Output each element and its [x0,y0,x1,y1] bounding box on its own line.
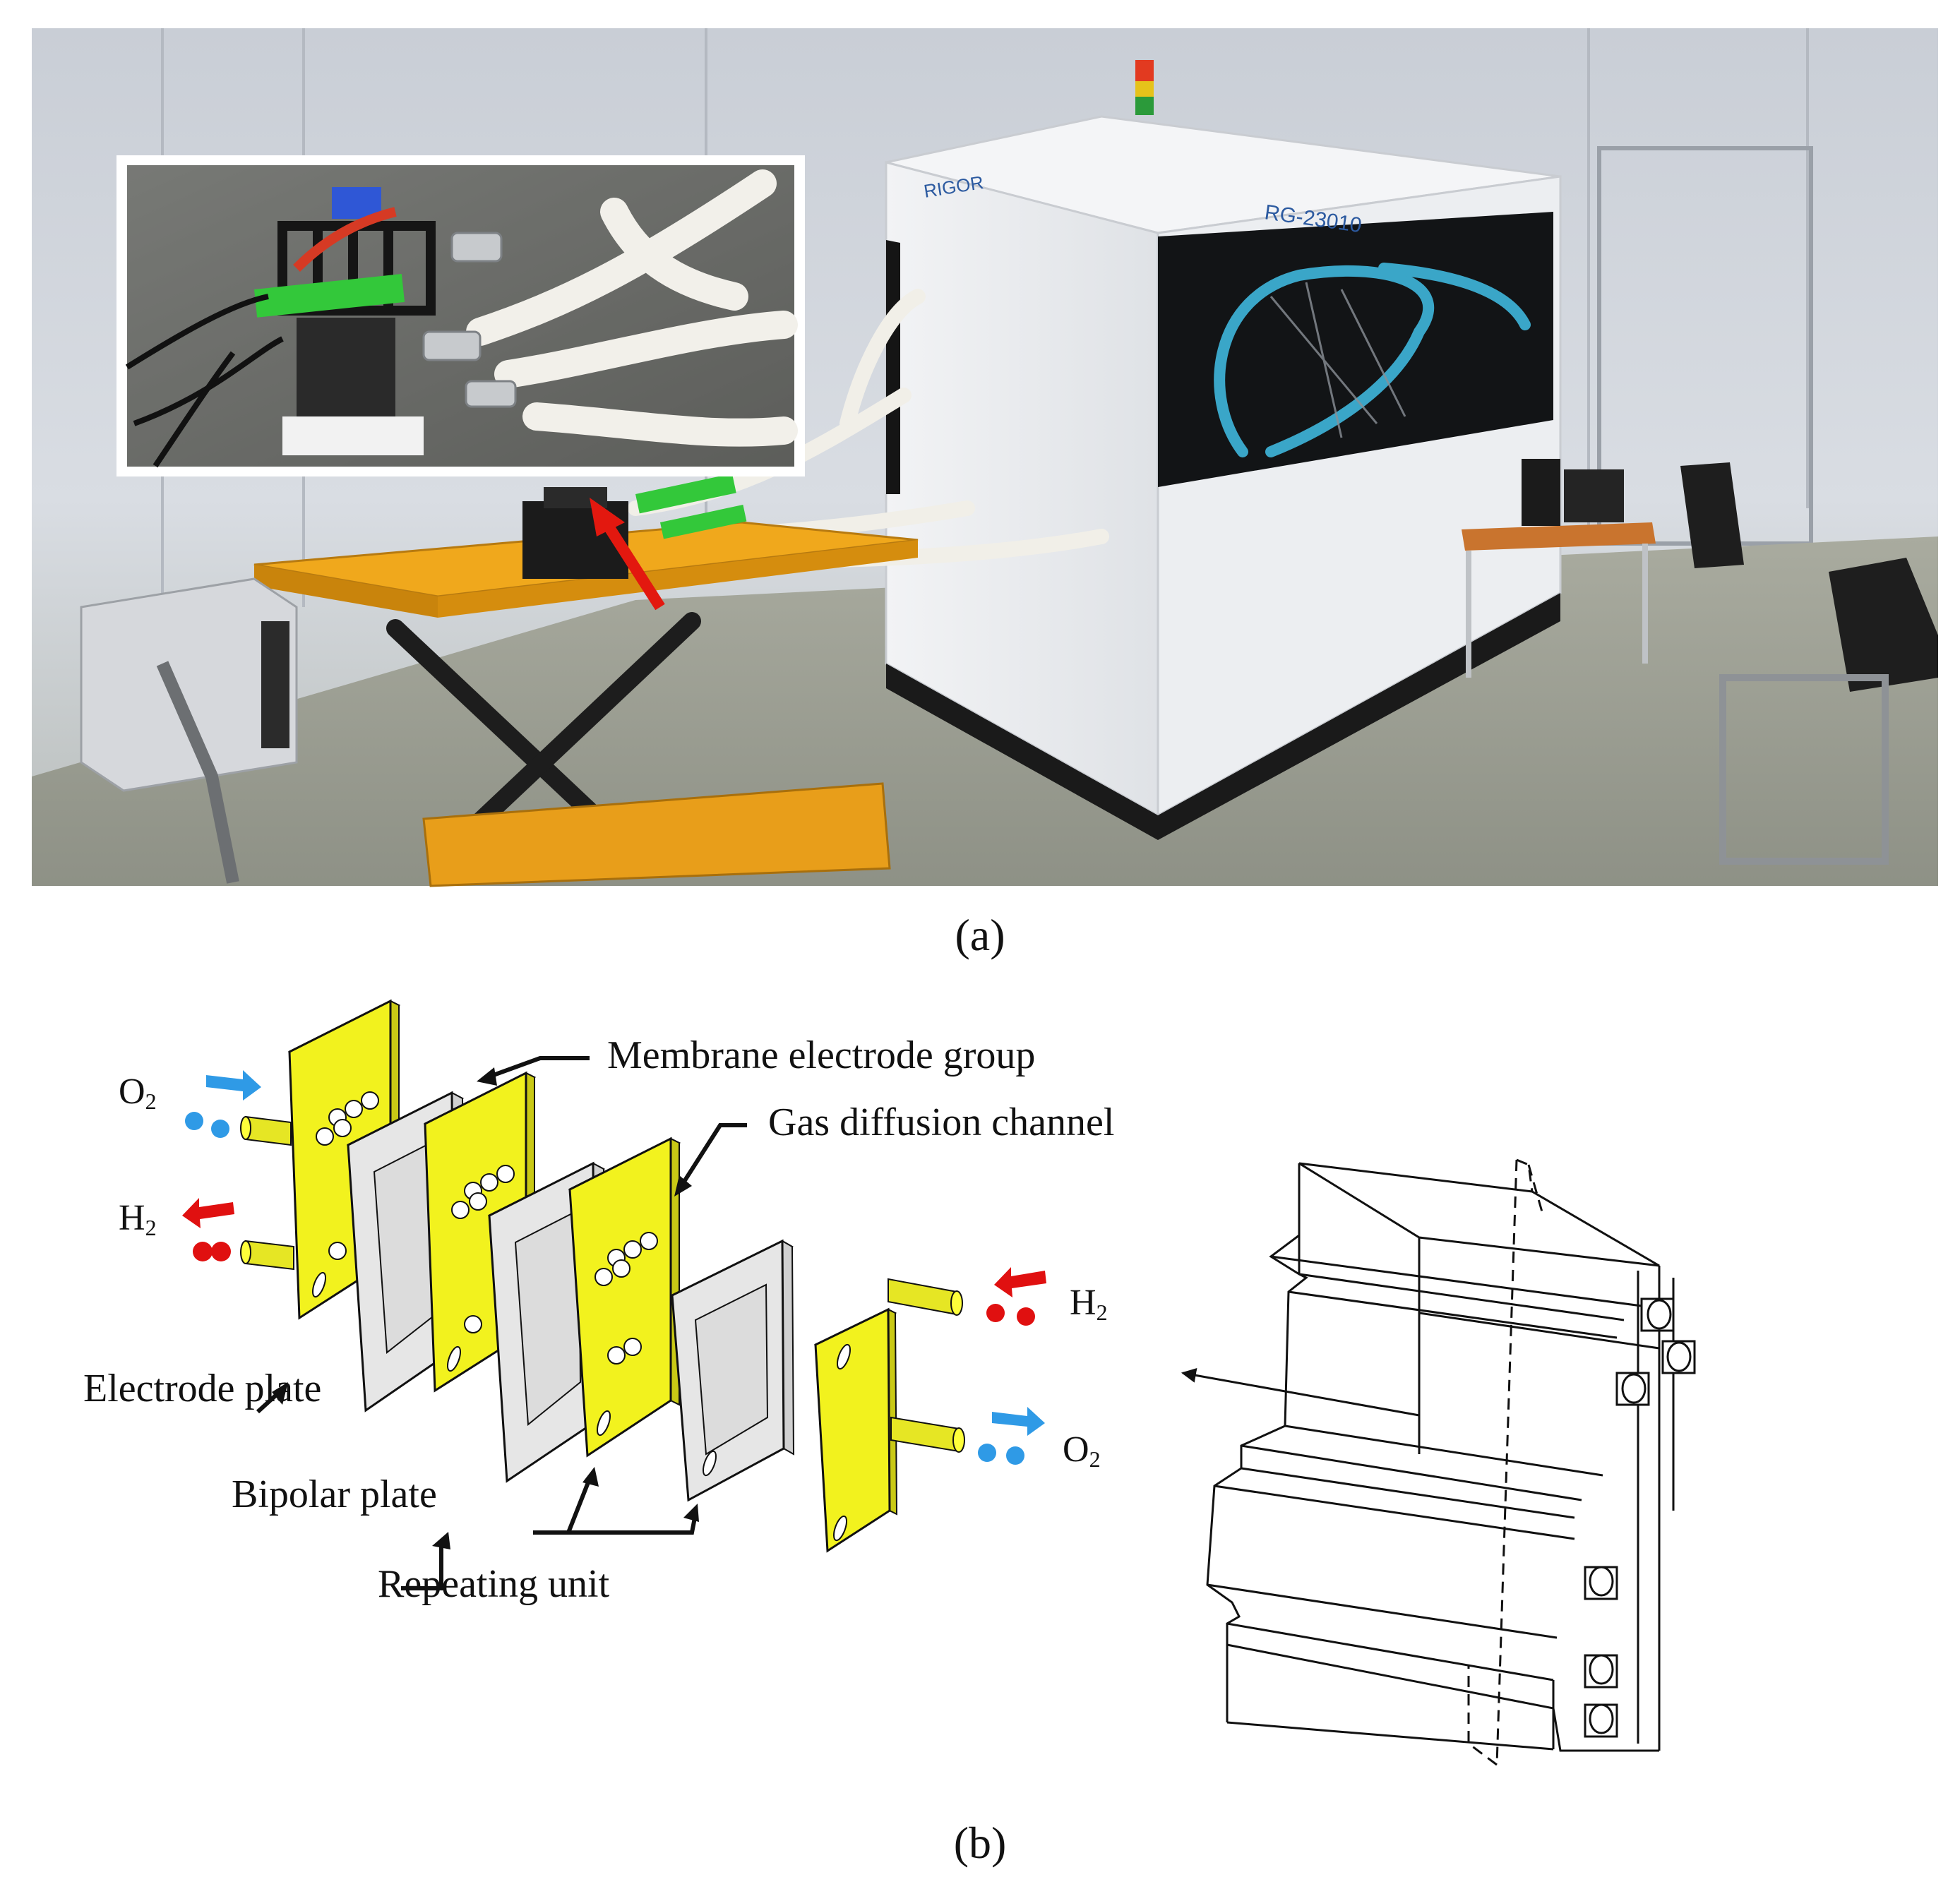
label-membrane-electrode-group: Membrane electrode group [607,1033,1035,1077]
h2-molecule-dot [1017,1307,1035,1326]
o2-arrow-left [206,1070,261,1101]
h2-molecule-dot [211,1242,231,1261]
label-electrode-plate: Electrode plate [83,1367,321,1410]
h2-arrow-left [182,1198,234,1228]
terminal-bolts [1584,1297,1696,1738]
o2-label-right: O2 [1063,1429,1101,1472]
lab-photo: RIGOR RG-23010 [32,28,1938,887]
hydrogen-outlet-left: H2 [119,1198,234,1261]
o2-molecule-dot [211,1120,229,1138]
h2-label-left: H2 [119,1198,157,1240]
oxygen-outlet-right: O2 [978,1407,1101,1472]
panel-a-label: (a) [955,910,1005,960]
o2-label-left: O2 [119,1072,157,1114]
o2-arrow-right [992,1407,1045,1436]
red-arrow-head [590,498,625,536]
h2-molecule-dot [193,1242,213,1261]
panel-b-label: (b) [954,1818,1007,1868]
bipolar-plate-2 [568,1137,681,1458]
o2-molecule-dot [1006,1446,1024,1465]
inset-closeup-photo [116,155,805,476]
computer-desk [1462,459,1656,678]
cart-right [1719,674,1889,865]
hand-trolley [156,661,239,884]
electrode-plate-2 [813,1278,965,1553]
signal-tower-light [1135,60,1154,115]
h2-molecule-dot [986,1304,1005,1322]
label-repeating-unit: Repeating unit [378,1562,610,1606]
h2-arrow-right [994,1267,1046,1297]
o2-molecule-dot [185,1112,203,1130]
callout-arrowheads [272,1067,699,1549]
oxygen-inlet-left: O2 [119,1070,261,1138]
membrane-electrode-3 [670,1239,795,1502]
power-supply-unit [80,577,298,792]
h2-label-right: H2 [1070,1283,1108,1325]
exploded-view-arrow [1181,1367,1420,1417]
stack-module-line-drawing [1206,1162,1675,1752]
label-gas-diffusion-channel: Gas diffusion channel [768,1101,1114,1144]
o2-molecule-dot [978,1444,996,1462]
fuel-cell-exploded-diagram: O2 H2 H2 O2 [83,999,1696,1766]
hydrogen-inlet-right: H2 [986,1267,1108,1326]
red-indicator-arrow [599,515,665,611]
label-bipolar-plate: Bipolar plate [232,1473,437,1516]
office-chairs [1680,462,1938,692]
test-machine: RIGOR RG-23010 [885,115,1562,840]
section-plane-dashed [1467,1158,1544,1766]
